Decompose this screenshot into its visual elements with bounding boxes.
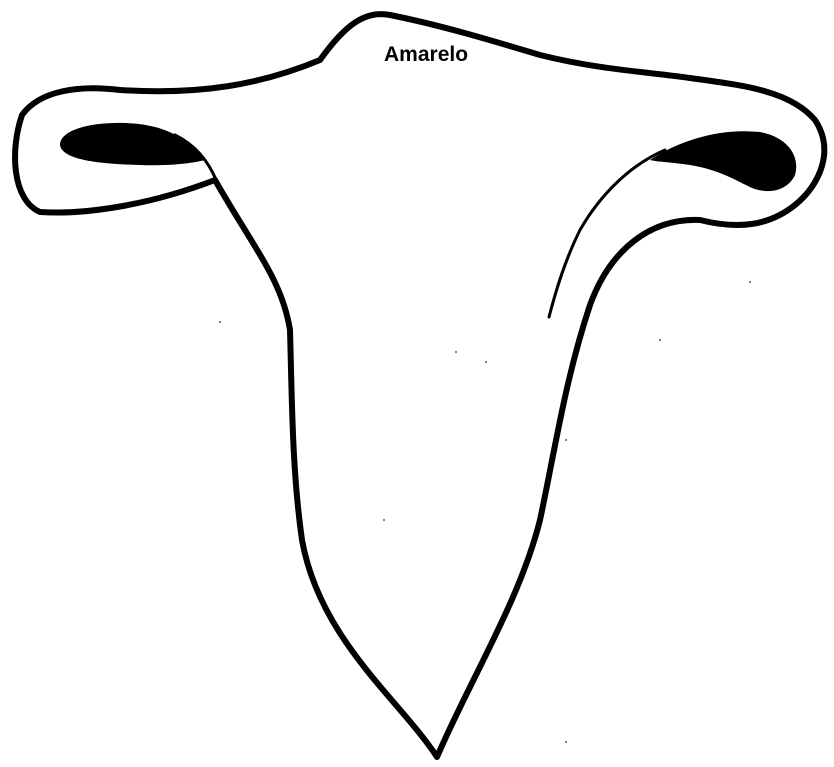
- speck: [749, 281, 751, 283]
- speck: [383, 519, 385, 521]
- speck: [485, 361, 487, 363]
- speck: [565, 741, 567, 743]
- speck: [565, 439, 567, 441]
- diagram-label: Amarelo: [384, 44, 468, 65]
- speck: [219, 321, 221, 323]
- speck: [659, 339, 661, 341]
- speck: [455, 351, 457, 353]
